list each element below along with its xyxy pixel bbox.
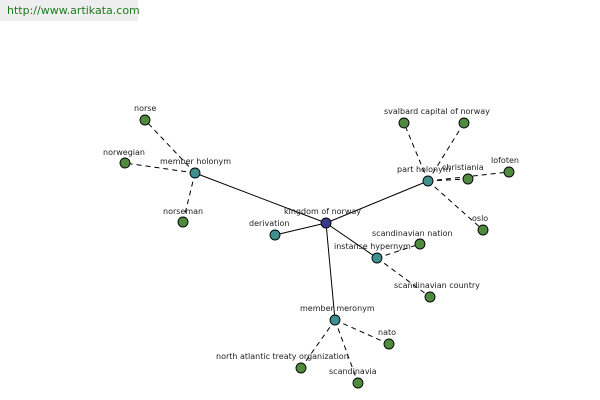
leaf-label-scand_country: scandinavian country — [394, 281, 480, 290]
leaf-label-norwegian: norwegian — [103, 148, 145, 157]
edge-nato_full — [300, 319, 336, 369]
leaf-node-svalbard[interactable] — [398, 117, 410, 129]
leaf-label-christiania: christiania — [442, 163, 484, 172]
relation-label-member_holonym: member holonym — [160, 157, 231, 166]
leaf-label-norse: norse — [134, 104, 156, 113]
leaf-label-scandinavia: scandinavia — [329, 367, 377, 376]
url-banner: http://www.artikata.com — [0, 0, 140, 21]
edge-instance_hypernym — [325, 222, 378, 259]
leaf-node-scand_country[interactable] — [424, 291, 436, 303]
relation-node-member_meronym[interactable] — [329, 314, 341, 326]
leaf-node-scandinavia[interactable] — [352, 377, 364, 389]
leaf-label-oslo: oslo — [472, 214, 488, 223]
relation-node-derivation[interactable] — [269, 229, 281, 241]
edge-derivation — [274, 222, 327, 236]
leaf-label-lofoten: lofoten — [491, 156, 519, 165]
edge-norse — [144, 119, 196, 174]
leaf-node-svalbard2[interactable] — [458, 117, 470, 129]
leaf-node-norse[interactable] — [139, 114, 151, 126]
edge-norwegian — [124, 162, 196, 174]
leaf-label-svalbard: svalbard capital of norway — [384, 107, 490, 116]
url-link[interactable]: http://www.artikata.com — [7, 4, 140, 17]
leaf-label-nato_full: north atlantic treaty organization — [216, 352, 349, 361]
relation-label-instance_hypernym: instanse hypernym — [334, 242, 411, 251]
relation-node-member_holonym[interactable] — [189, 167, 201, 179]
edge-scand_nation — [376, 243, 421, 259]
edge-svalbard — [403, 122, 429, 182]
graph-nodes — [119, 114, 515, 389]
leaf-node-norseman[interactable] — [177, 216, 189, 228]
leaf-node-norwegian[interactable] — [119, 157, 131, 169]
root-node[interactable] — [320, 217, 332, 229]
leaf-node-christiania[interactable] — [462, 173, 474, 185]
edge-svalbard2 — [427, 122, 465, 182]
edge-christiania — [427, 178, 469, 182]
leaf-node-lofoten[interactable] — [503, 166, 515, 178]
edge-scandinavia — [334, 319, 359, 384]
leaf-node-nato[interactable] — [383, 338, 395, 350]
edge-nato — [334, 319, 390, 345]
edge-scand_country — [376, 257, 431, 298]
edge-member_meronym — [325, 222, 336, 321]
relation-node-part_holonym[interactable] — [422, 175, 434, 187]
graph-labels: kingdom of norway member holonym part holo… — [103, 104, 519, 376]
relation-label-member_meronym: member meronym — [300, 304, 375, 313]
leaf-node-scand_nation[interactable] — [414, 238, 426, 250]
leaf-node-nato_full[interactable] — [295, 362, 307, 374]
leaf-label-norseman: norseman — [163, 207, 203, 216]
leaf-label-scand_nation: scandinavian nation — [372, 229, 453, 238]
edge-part_holonym — [325, 180, 429, 224]
edge-oslo — [427, 180, 484, 231]
leaf-node-oslo[interactable] — [477, 224, 489, 236]
edge-member_holonym — [194, 172, 327, 224]
relation-label-derivation: derivation — [249, 219, 289, 228]
root-label: kingdom of norway — [284, 207, 361, 216]
relation-node-instance_hypernym[interactable] — [371, 252, 383, 264]
leaf-label-nato: nato — [378, 328, 396, 337]
relation-label-part_holonym: part holonym — [397, 165, 451, 174]
